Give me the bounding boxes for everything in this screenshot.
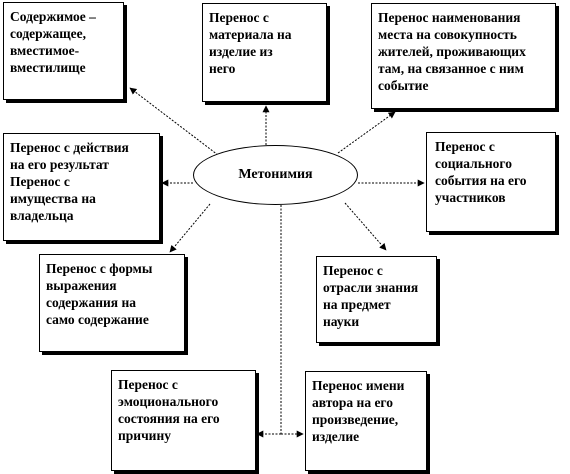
node-author-work: Перенос имени автора на его произведение… <box>305 371 427 471</box>
node-container-contents: Содержимое – содержащее, вместимое- вмес… <box>3 2 124 100</box>
node-social-event: Перенос с социального события на его уча… <box>426 132 556 232</box>
node-action-result: Перенос с действия на его результат Пере… <box>3 133 160 241</box>
center-ellipse: Метонимия <box>193 145 358 205</box>
arrow-to-n1 <box>129 87 219 156</box>
node-form-content: Перенос с формы выражения содержания на … <box>39 254 185 352</box>
arrow-to-n7 <box>344 202 387 251</box>
node-emotion-cause: Перенос с эмоционального состояния на ег… <box>111 370 256 471</box>
arrow-to-n3 <box>337 111 396 154</box>
node-material-product: Перенос с материала на изделие из него <box>202 3 327 102</box>
center-label: Метонимия <box>238 167 313 182</box>
arrow-to-n6 <box>169 203 211 253</box>
node-field-subject: Перенос с отрасли знания на предмет наук… <box>316 256 437 343</box>
node-place-residents: Перенос наименования места на совокупнос… <box>371 3 556 109</box>
